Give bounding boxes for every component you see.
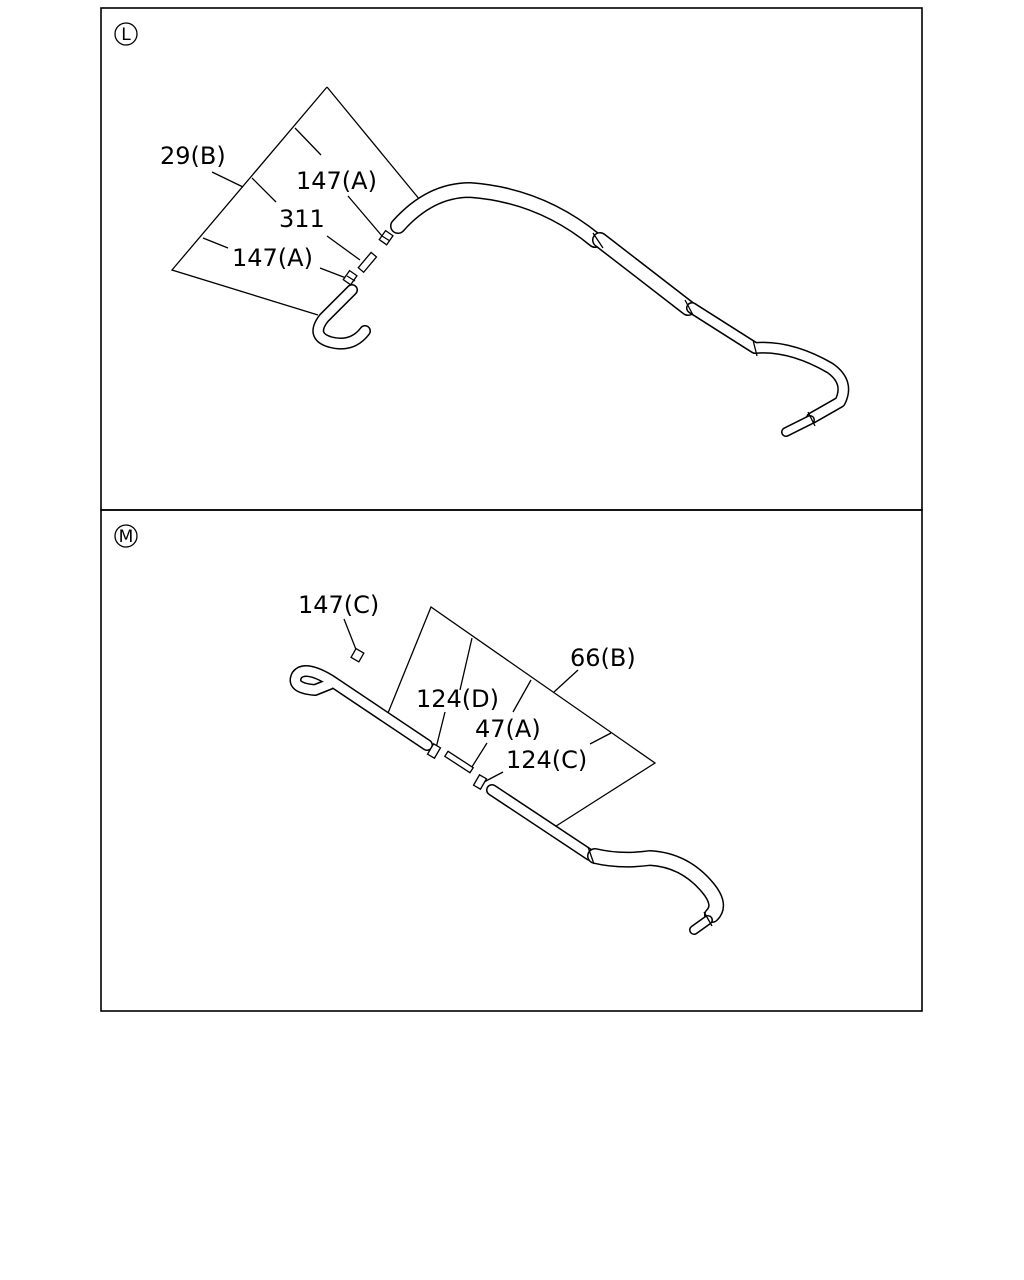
- panel-m-clamp-124d: [426, 742, 442, 760]
- panel-l-clamp-top: [378, 229, 394, 246]
- panel-l-leader-29b: [211, 171, 244, 188]
- panel-l-leader-triangle: [170, 86, 421, 316]
- panel-l-letter: L: [121, 25, 131, 45]
- panel-l-leader-147a-bottom: [202, 237, 347, 279]
- panel-l: L: [100, 7, 923, 511]
- panel-m-label-47a: 47(A): [475, 715, 541, 743]
- panel-l-leader-147a-top: [294, 127, 383, 237]
- panel-l-main-hose: [390, 182, 850, 437]
- panel-l-left-hose: [312, 284, 371, 350]
- panel-m-letter: M: [119, 527, 134, 547]
- panel-m-leader-66b: [553, 669, 579, 693]
- panel-m-label-66b: 66(B): [570, 644, 636, 672]
- panel-l-frame: [100, 7, 923, 511]
- panel-m-clamp-124c: [472, 773, 488, 791]
- panel-m-left-hose: [289, 665, 433, 751]
- panel-l-label-311: 311: [279, 205, 325, 233]
- panel-m-badge: [114, 524, 138, 548]
- panel-l-badge: [114, 22, 138, 46]
- panel-m-leader-47a: [469, 679, 532, 771]
- panel-m-leader-124d: [435, 637, 473, 749]
- panel-l-leader-311: [251, 177, 361, 261]
- panel-l-connector-311: [357, 251, 378, 274]
- panel-m-label-124c: 124(C): [506, 746, 587, 774]
- panel-l-label-29b: 29(B): [160, 142, 226, 170]
- panel-m-leader-124c: [483, 732, 612, 783]
- panel-m-label-124d: 124(D): [416, 685, 499, 713]
- panel-m: M: [100, 509, 923, 1012]
- panel-l-label-147a-top: 147(A): [296, 167, 377, 195]
- panel-l-clamp-bottom: [342, 269, 358, 286]
- panel-l-label-147a-bottom: 147(A): [232, 244, 313, 272]
- panel-m-leader-triangle: [387, 606, 657, 829]
- panel-m-label-147c: 147(C): [298, 591, 379, 619]
- panel-m-connector-47a: [443, 750, 475, 774]
- panel-m-right-hose: [486, 784, 725, 935]
- panel-m-leader-147c: [343, 618, 358, 653]
- panel-m-clamp-147c: [350, 647, 365, 663]
- panel-m-frame: [100, 509, 923, 1012]
